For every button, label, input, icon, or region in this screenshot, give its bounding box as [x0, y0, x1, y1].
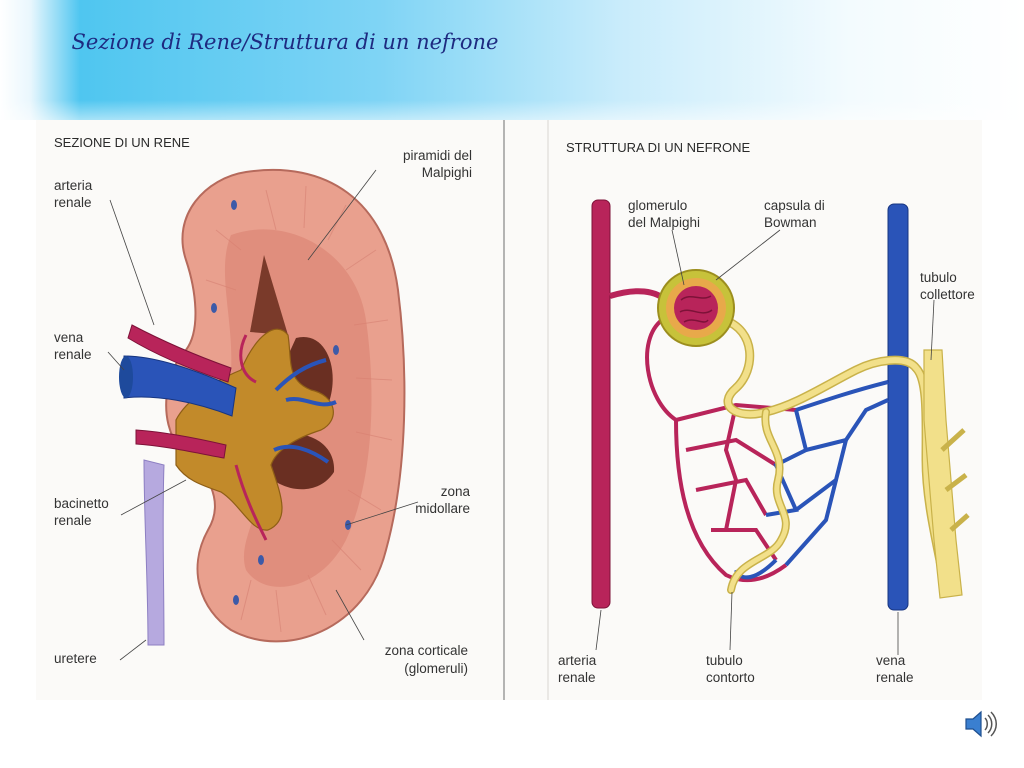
capillary-network [645, 318, 889, 583]
glomerulus [674, 286, 718, 330]
label-zona-midollare-2: midollare [415, 501, 470, 516]
kidney-leaders [107, 169, 419, 661]
cortex-vessels [211, 200, 351, 605]
label-arteria-renale-n-1: arteria [558, 653, 597, 668]
label-glomerulo-2: del Malpighi [628, 215, 700, 230]
label-capsula-2: Bowman [764, 215, 817, 230]
nephron-heading: STRUTTURA DI UN NEFRONE [566, 140, 751, 155]
label-piramidi-2: Malpighi [422, 165, 472, 180]
label-vena-renale-n-2: renale [876, 670, 914, 685]
label-vena-renale-2: renale [54, 347, 92, 362]
label-tubulo-collettore-1: tubulo [920, 270, 957, 285]
label-tubulo-contorto-2: contorto [706, 670, 755, 685]
label-capsula-1: capsula di [764, 198, 825, 213]
collecting-duct [923, 349, 963, 599]
label-glomerulo-1: glomerulo [628, 198, 687, 213]
label-zona-corticale-1: zona corticale [385, 643, 468, 658]
label-bacinetto-2: renale [54, 513, 92, 528]
label-vena-renale-1: vena [54, 330, 84, 345]
renal-vein [123, 355, 237, 417]
label-arteria-renale-n-2: renale [558, 670, 596, 685]
label-tubulo-contorto-1: tubulo [706, 653, 743, 668]
collecting-duct-branches [940, 428, 970, 532]
convoluted-tubule [719, 315, 951, 595]
artery-lower [135, 429, 227, 459]
anatomy-figure: SEZIONE DI UN RENE [36, 120, 982, 700]
label-zona-midollare-1: zona [441, 484, 471, 499]
renal-vein-opening [119, 356, 133, 398]
kidney-panel: SEZIONE DI UN RENE [54, 135, 472, 676]
label-uretere: uretere [54, 651, 97, 666]
pyramid-1 [250, 255, 288, 335]
kidney-heading: SEZIONE DI UN RENE [54, 135, 190, 150]
slide-title: Sezione di Rene/Struttura di un nefrone [71, 30, 499, 54]
renal-pelvis [175, 328, 334, 531]
nephron-artery [591, 199, 611, 609]
artery-branches [234, 334, 268, 541]
label-zona-corticale-2: (glomeruli) [404, 661, 468, 676]
nephron-leaders [595, 229, 935, 655]
label-vena-renale-n-1: vena [876, 653, 906, 668]
renal-artery [127, 324, 232, 383]
ureter [143, 459, 165, 646]
nephron-panel: STRUTTURA DI UN NEFRONE [558, 140, 975, 685]
vein-branches [273, 358, 337, 464]
label-bacinetto-1: bacinetto [54, 496, 109, 511]
label-arteria-renale-1: arteria [54, 178, 93, 193]
nephron-vein [887, 203, 909, 611]
glomerulus-texture [679, 295, 713, 323]
label-arteria-renale-2: renale [54, 195, 92, 210]
label-piramidi-1: piramidi del [403, 148, 472, 163]
speaker-icon[interactable] [960, 704, 1000, 744]
label-tubulo-collettore-2: collettore [920, 287, 975, 302]
